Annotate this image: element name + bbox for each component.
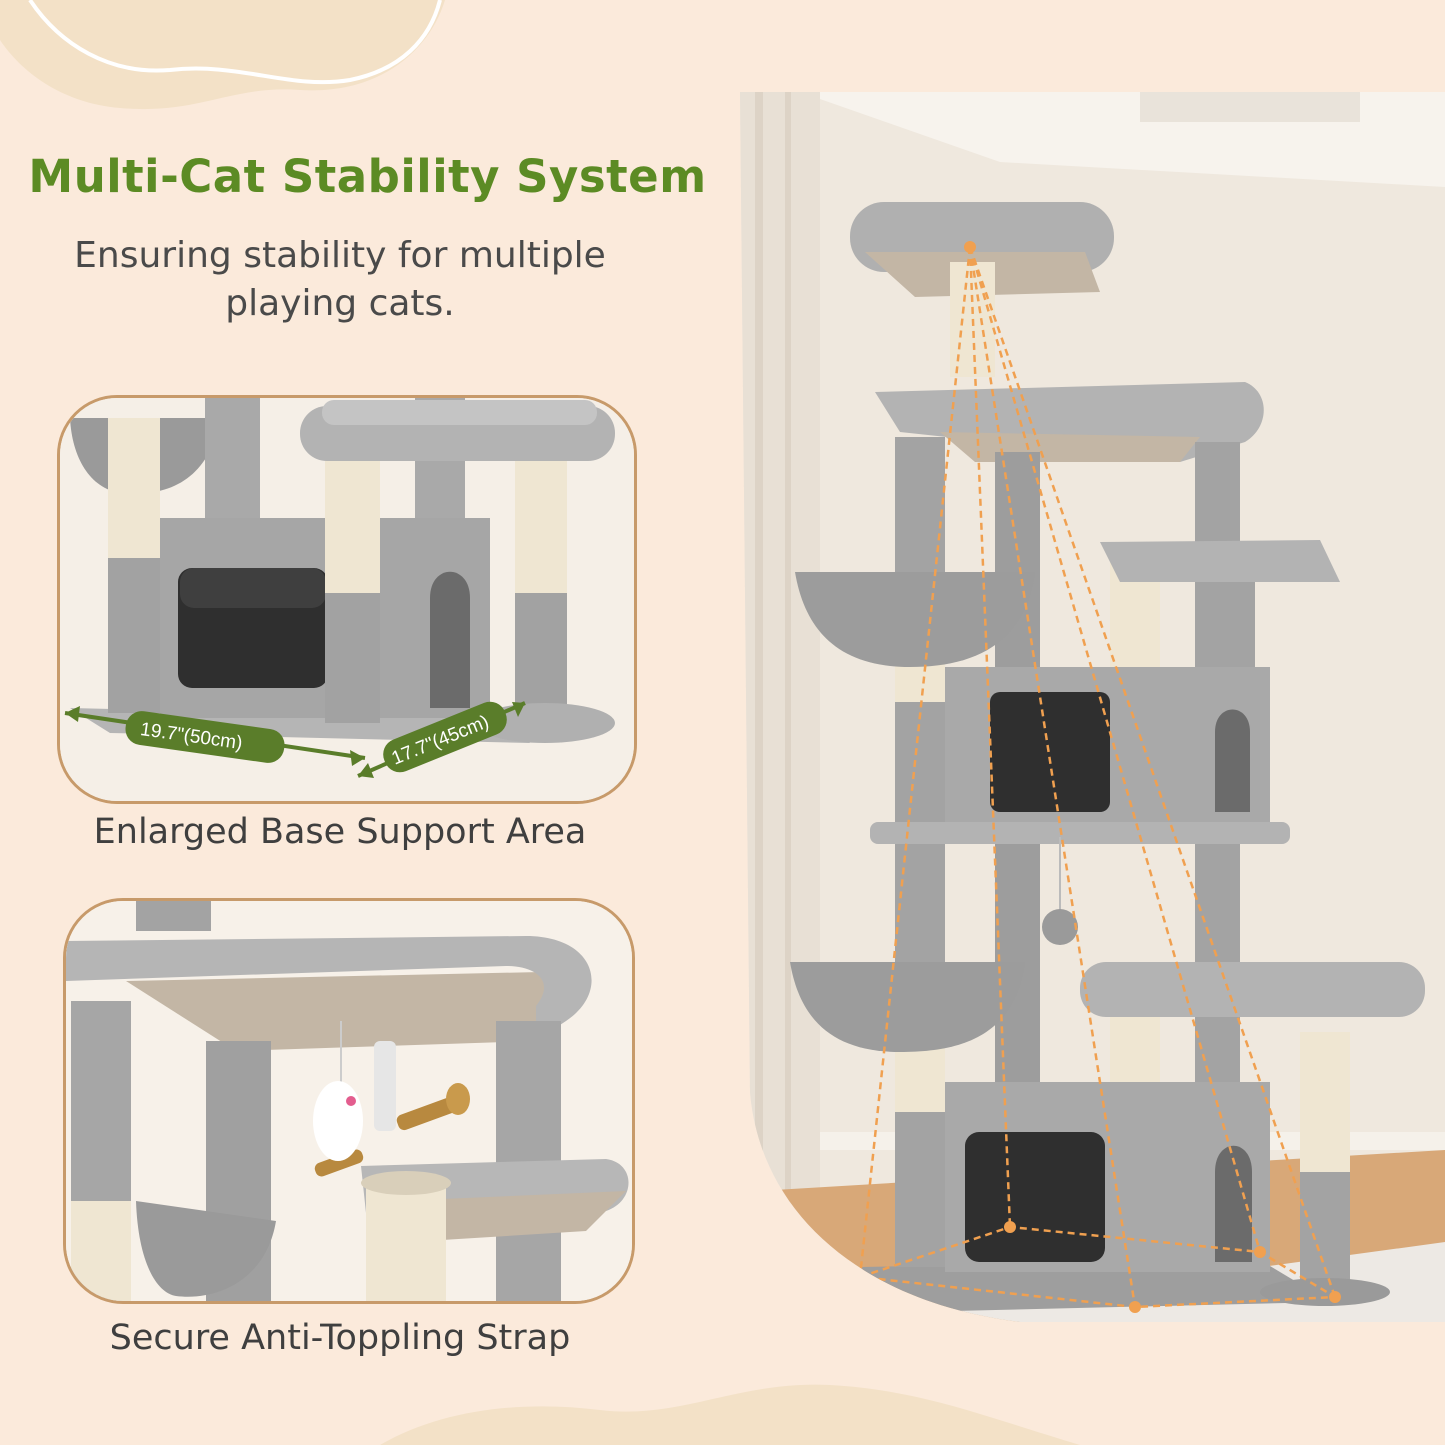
toy-mouse-icon bbox=[313, 1021, 363, 1161]
subtitle-line-2: playing cats. bbox=[225, 283, 455, 324]
subtitle-line-1: Ensuring stability for multiple bbox=[74, 235, 606, 276]
anti-toppling-panel bbox=[63, 898, 635, 1304]
cat-tree-illustration bbox=[740, 92, 1445, 1322]
anti-toppling-illustration bbox=[66, 901, 632, 1301]
base-support-illustration: 19.7"(50cm) 17.7"(45cm) bbox=[60, 398, 634, 801]
page-subtitle: Ensuring stability for multiple playing … bbox=[40, 232, 640, 328]
anti-toppling-caption: Secure Anti-Toppling Strap bbox=[109, 1318, 571, 1358]
page-title: Multi-Cat Stability System bbox=[28, 150, 707, 203]
bottom-cream-blob bbox=[380, 1384, 1080, 1445]
base-support-caption: Enlarged Base Support Area bbox=[93, 812, 587, 852]
cat-tree-room-scene bbox=[740, 92, 1445, 1322]
dimension-arrow bbox=[64, 701, 526, 778]
top-left-cream-blob bbox=[0, 0, 445, 110]
screw-icon bbox=[314, 1083, 470, 1177]
base-support-panel: 19.7"(50cm) 17.7"(45cm) bbox=[57, 395, 637, 804]
